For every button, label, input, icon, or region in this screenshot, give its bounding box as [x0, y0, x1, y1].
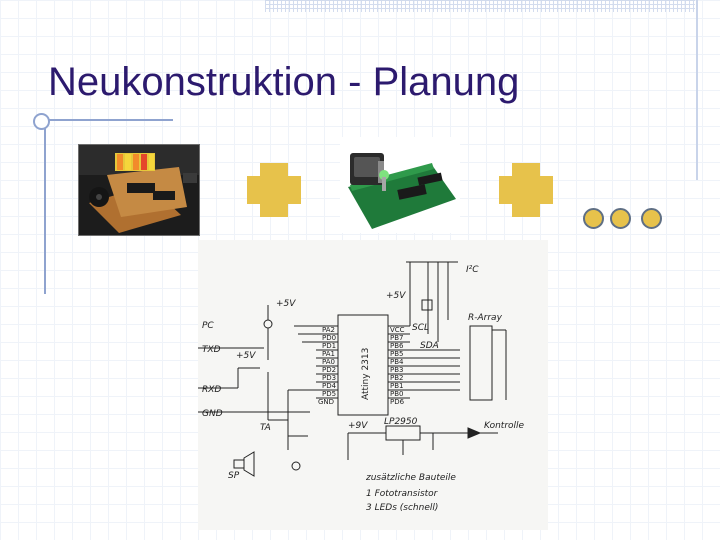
svg-text:PB4: PB4	[390, 358, 404, 366]
label-sda: SDA	[420, 341, 439, 351]
label-i2c: I²C	[466, 265, 479, 275]
svg-text:VCC: VCC	[390, 326, 405, 334]
slide-title: Neukonstruktion - Planung	[48, 60, 520, 104]
svg-text:PB3: PB3	[390, 366, 403, 374]
svg-text:PA2: PA2	[322, 326, 335, 334]
plus-icon	[247, 163, 301, 217]
label-gnd: GND	[202, 409, 223, 419]
photo-serial-board	[340, 137, 460, 233]
label-9v: +9V	[348, 421, 368, 431]
label-sp: SP	[228, 471, 240, 481]
label-kontrolle: Kontrolle	[484, 421, 525, 431]
svg-text:PB0: PB0	[390, 390, 403, 398]
ellipsis-dot-icon	[583, 208, 604, 229]
label-rxd: RXD	[202, 385, 221, 395]
photo-led-board	[78, 144, 200, 236]
label-lp2950: LP2950	[384, 417, 418, 427]
svg-text:PB1: PB1	[390, 382, 403, 390]
svg-text:PD0: PD0	[322, 334, 336, 342]
svg-text:PB2: PB2	[390, 374, 403, 382]
header-pattern	[265, 0, 695, 12]
label-5v-chip: +5V	[386, 291, 406, 301]
svg-text:PB6: PB6	[390, 342, 404, 350]
svg-text:PD2: PD2	[322, 366, 336, 374]
svg-text:PB7: PB7	[390, 334, 403, 342]
ellipsis-dot-icon	[610, 208, 631, 229]
label-zusatz-2: 3 LEDs (schnell)	[366, 503, 438, 513]
chip-label: Attiny 2313	[361, 348, 371, 400]
svg-text:PD1: PD1	[322, 342, 336, 350]
label-5v-top: +5V	[276, 299, 296, 309]
svg-text:PD4: PD4	[322, 382, 337, 390]
rule-circle-ornament	[33, 113, 50, 130]
plus-icon	[499, 163, 553, 217]
label-r-array: R-Array	[468, 313, 503, 323]
label-pc: PC	[202, 321, 214, 331]
svg-text:PA0: PA0	[322, 358, 335, 366]
left-vertical-rule	[44, 119, 46, 294]
svg-text:PA1: PA1	[322, 350, 335, 358]
label-5v-mid: +5V	[236, 351, 256, 361]
circuit-schematic: PA2 PD0 PD1 PA1 PA0 PD2 PD3 PD4 PD5 GND …	[198, 240, 548, 530]
label-zusatz-1: 1 Fototransistor	[366, 489, 439, 499]
right-decor-line	[696, 0, 698, 180]
label-txd: TXD	[202, 345, 221, 355]
label-scl: SCL	[412, 323, 429, 333]
svg-text:PD5: PD5	[322, 390, 336, 398]
svg-text:PB5: PB5	[390, 350, 403, 358]
svg-text:PD3: PD3	[322, 374, 336, 382]
label-zusatz-title: zusätzliche Bauteile	[365, 473, 456, 483]
svg-text:GND: GND	[318, 398, 334, 406]
svg-text:PD6: PD6	[390, 398, 405, 406]
ellipsis-dot-icon	[641, 208, 662, 229]
label-ta: TA	[260, 423, 271, 433]
title-underline	[38, 119, 173, 121]
